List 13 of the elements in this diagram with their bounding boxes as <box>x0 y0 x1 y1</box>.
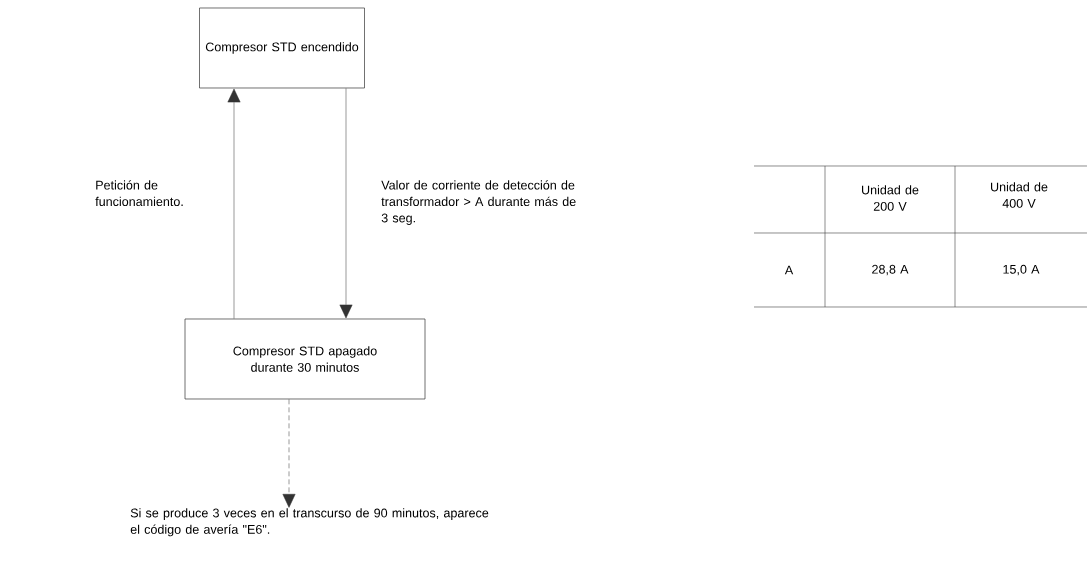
table-text: Unidad de 200 V <box>862 185 919 211</box>
process-box: Compresor STD encendido <box>199 7 365 89</box>
arrow <box>227 88 241 319</box>
table-text: 28,8 A <box>872 264 909 276</box>
table-text: 15,0 A <box>1003 264 1040 276</box>
process-box: Compresor STD apagado durante 30 minutos <box>184 318 426 400</box>
arrow <box>339 88 353 319</box>
arrow <box>282 399 296 508</box>
table-text: Unidad de 400 V <box>991 182 1048 208</box>
table-text: A <box>784 265 794 275</box>
edge-label: Petición de funcionamiento. <box>95 180 183 206</box>
edge-label: Valor de corriente de detección de transformador > A durante más de 3 seg. <box>381 180 576 225</box>
note-text: Si se produce 3 veces en el transcurso de 90 minutos, aparece el código de avería "E6". <box>130 508 489 537</box>
